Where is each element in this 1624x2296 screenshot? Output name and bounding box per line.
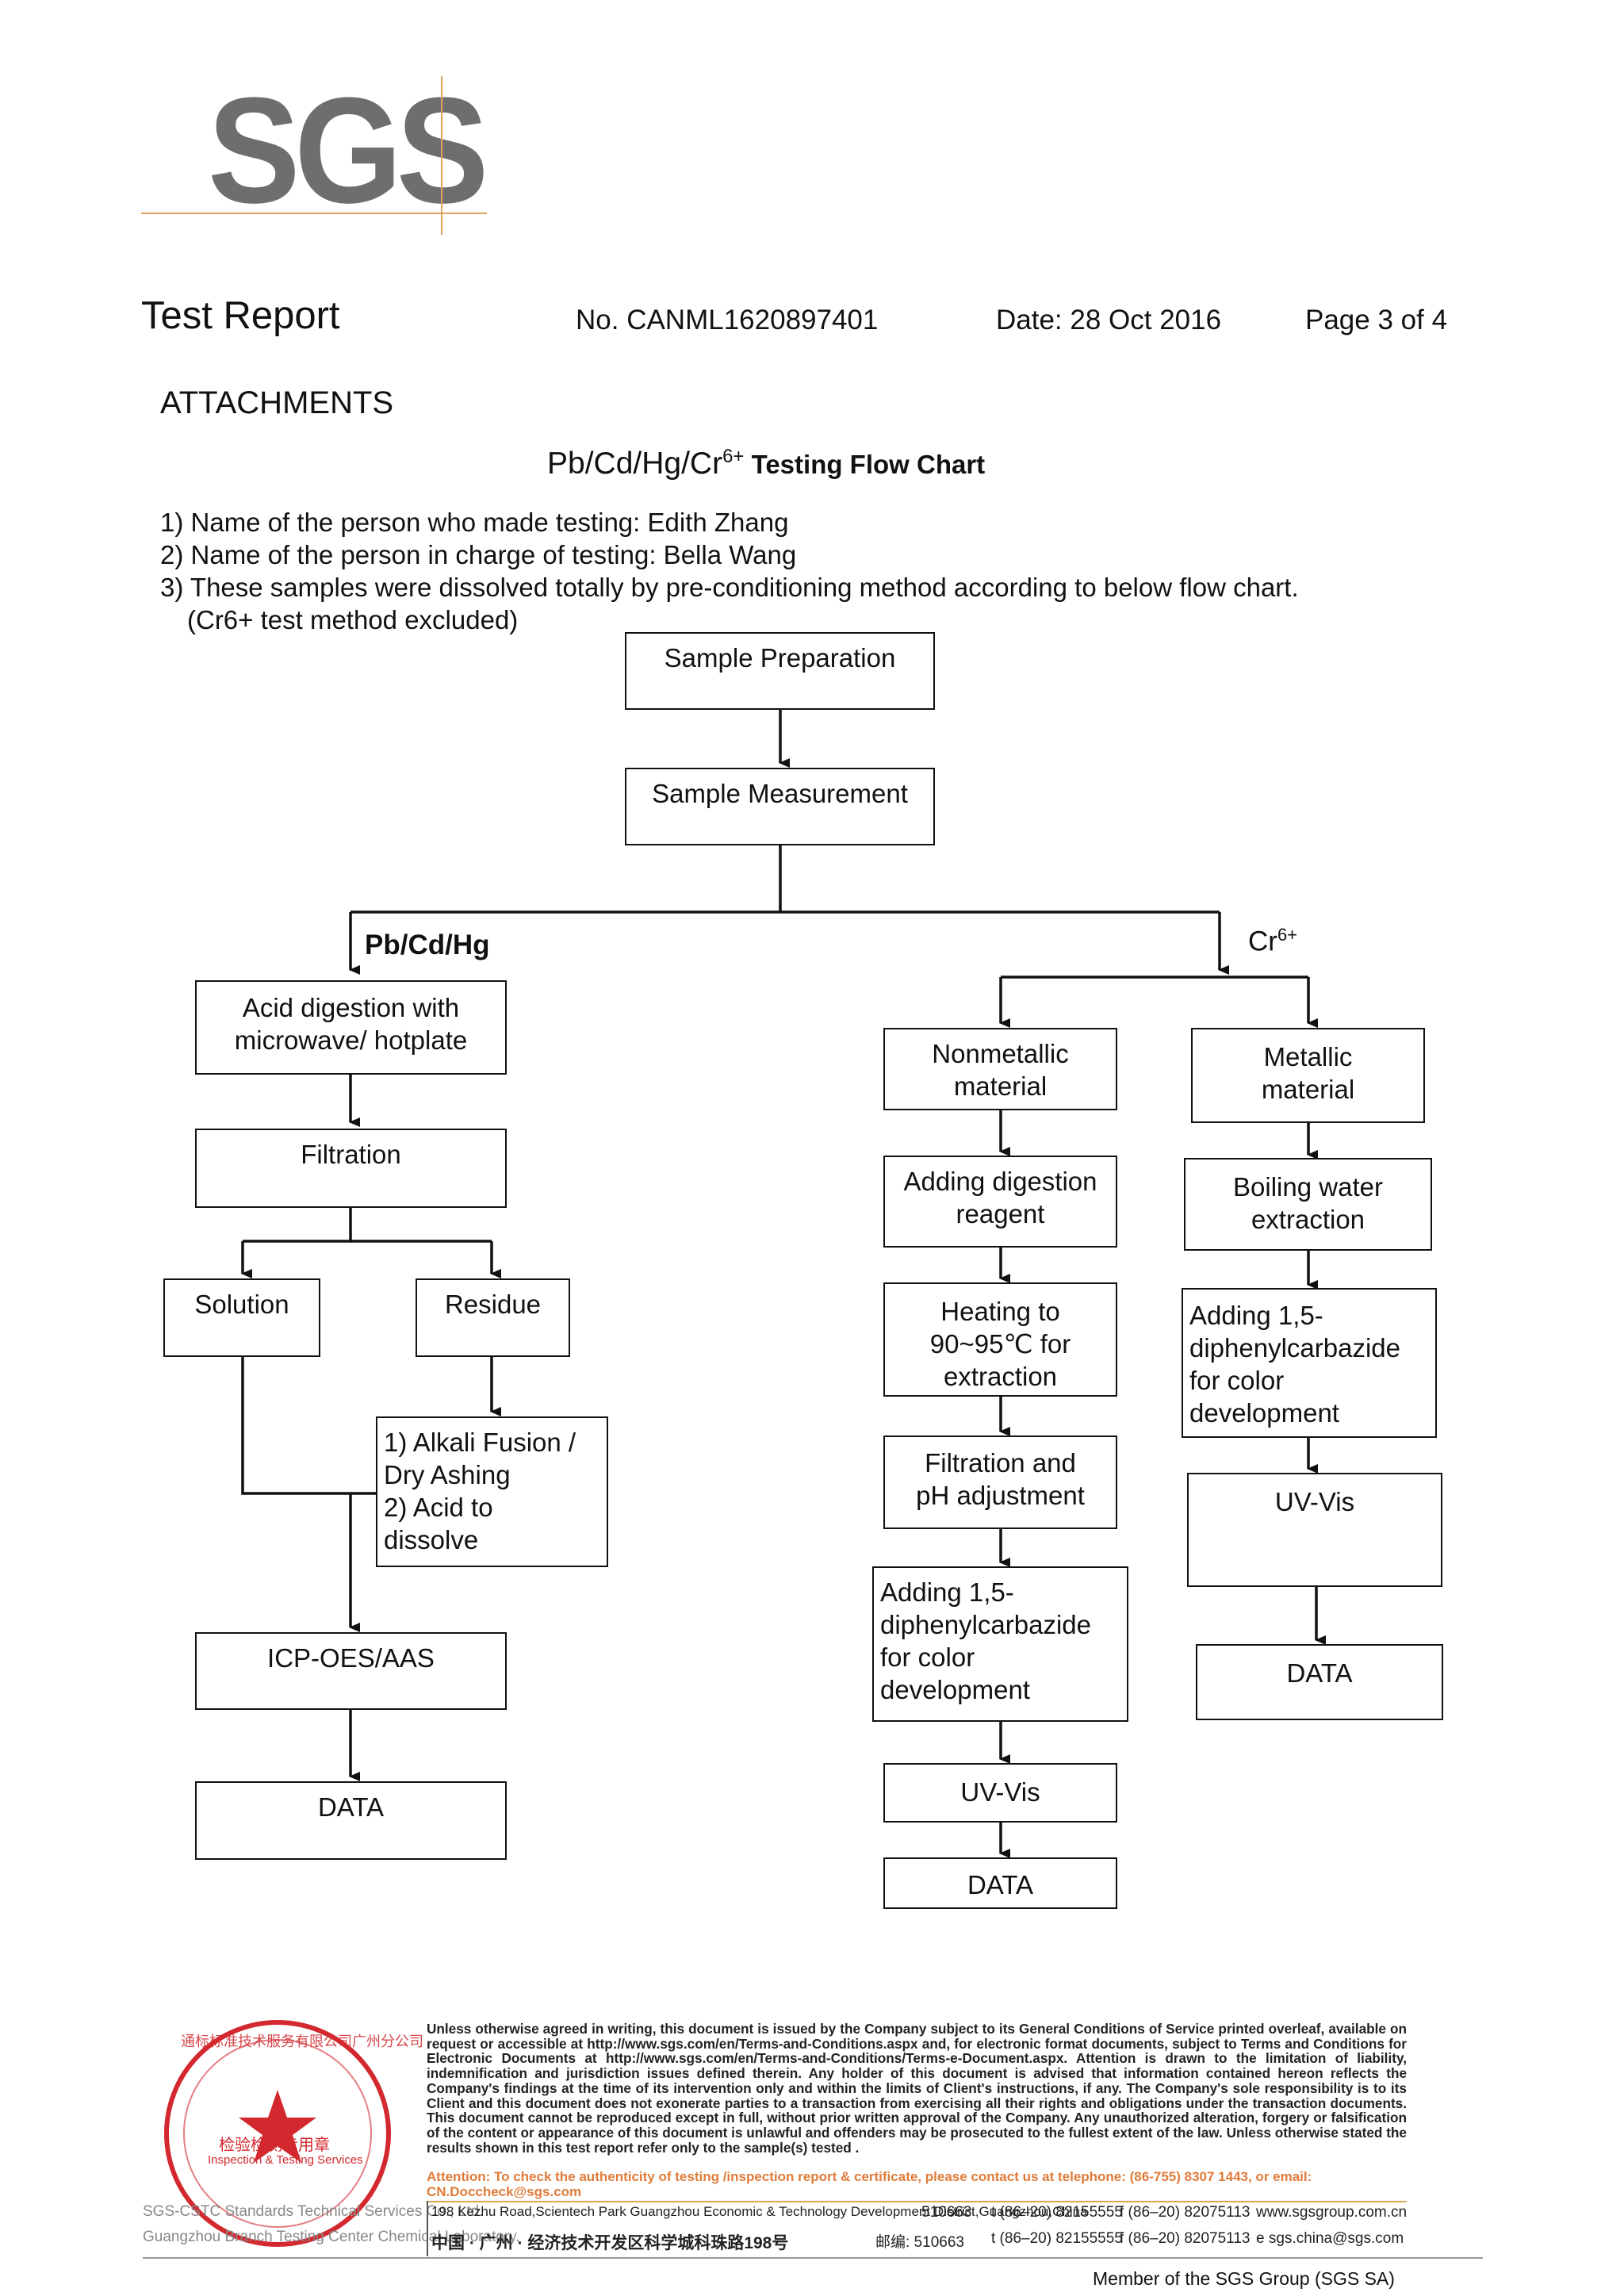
box-icp-oes-aas: ICP-OES/AAS [195, 1632, 507, 1710]
address-chinese: 中国 · 广州 · 经济技术开发区科学城科珠路198号 [431, 2234, 789, 2252]
fax-chinese: f (86–20) 82075113 [1120, 2230, 1251, 2247]
note-1: 1) Name of the person who made testing: … [160, 508, 789, 537]
box-label: Sample Preparation [664, 643, 896, 673]
box-data-right: DATA [1196, 1644, 1443, 1720]
box-label: Metallic material [1261, 1042, 1355, 1104]
flowchart-title-rest: Testing Flow Chart [744, 450, 986, 479]
box-sample-preparation: Sample Preparation [625, 632, 935, 710]
box-label: Residue [444, 1290, 542, 1319]
box-adding-diphenylcarbazide-mid: Adding 1,5- diphenylcarbazide for color … [872, 1566, 1128, 1722]
section-title: ATTACHMENTS [160, 385, 394, 420]
box-boiling-water-extraction: Boiling water extraction [1184, 1158, 1432, 1251]
box-metallic-material: Metallic material [1191, 1028, 1425, 1123]
flowchart-title-sup: 6+ [722, 446, 745, 467]
box-label: Adding 1,5- diphenylcarbazide for color … [1189, 1301, 1401, 1428]
company-name-line-1: SGS-CSTC Standards Technical Services Co… [143, 2203, 484, 2220]
report-title: Test Report [141, 294, 340, 337]
box-label: Adding 1,5- diphenylcarbazide for color … [880, 1577, 1092, 1704]
footer-divider [427, 2201, 1407, 2202]
branch-label-cr6-main: Cr [1248, 926, 1277, 957]
note-3: 3) These samples were dissolved totally … [160, 573, 1299, 602]
seal-center-text: 检验检测专用章 [219, 2137, 330, 2154]
note-2: 2) Name of the person in charge of testi… [160, 540, 797, 569]
flowchart-title-main: Pb/Cd/Hg/Cr [547, 447, 723, 481]
box-label: DATA [1286, 1658, 1353, 1688]
report-date: Date: 28 Oct 2016 [996, 305, 1222, 335]
box-label: Heating to 90~95℃ for extraction [929, 1297, 1071, 1391]
branch-label-cr6-sup: 6+ [1277, 925, 1298, 945]
bottom-rule [143, 2257, 1483, 2259]
box-label: Sample Measurement [652, 779, 908, 808]
box-label: UV-Vis [1274, 1487, 1355, 1516]
box-label: Acid digestion with microwave/ hotplate [234, 993, 468, 1055]
box-label: Solution [194, 1290, 289, 1319]
seal-sub-text: Inspection & Testing Services [208, 2153, 363, 2167]
box-solution: Solution [163, 1278, 320, 1357]
box-label: DATA [317, 1792, 385, 1822]
box-label: Boiling water extraction [1233, 1172, 1383, 1234]
footer-divider-vertical [427, 2201, 428, 2256]
telephone-chinese: t (86–20) 82155555 [991, 2230, 1123, 2247]
box-nonmetallic-material: Nonmetallic material [883, 1028, 1117, 1110]
box-acid-digestion: Acid digestion with microwave/ hotplate [195, 980, 507, 1075]
box-label: ICP-OES/AAS [267, 1643, 435, 1673]
box-data-mid: DATA [883, 1857, 1117, 1909]
box-heating: Heating to 90~95℃ for extraction [883, 1282, 1117, 1397]
box-label: Adding digestion reagent [903, 1167, 1097, 1228]
branch-label-cr6: Cr6+ [1248, 925, 1297, 958]
page-indicator: Page 3 of 4 [1305, 305, 1448, 335]
logo-divider-vertical [441, 76, 442, 235]
flowchart-title: Pb/Cd/Hg/Cr6+ Testing Flow Chart [547, 446, 985, 481]
box-residue: Residue [416, 1278, 570, 1357]
box-adding-diphenylcarbazide-right: Adding 1,5- diphenylcarbazide for color … [1182, 1288, 1437, 1438]
box-filtration-ph: Filtration and pH adjustment [883, 1435, 1117, 1529]
box-uv-vis-mid: UV-Vis [883, 1763, 1117, 1823]
postcode-english: 510663 [921, 2204, 972, 2221]
email: e sgs.china@sgs.com [1256, 2230, 1404, 2247]
box-label: Filtration and pH adjustment [916, 1448, 1085, 1510]
box-uv-vis-right: UV-Vis [1187, 1473, 1442, 1587]
seal-star-icon [239, 2090, 316, 2163]
fax-english: f (86–20) 82075113 [1120, 2204, 1251, 2221]
telephone-english: t (86–20) 82155555 [991, 2204, 1123, 2221]
report-number: No. CANML1620897401 [576, 305, 879, 335]
postcode-chinese: 邮编: 510663 [875, 2234, 964, 2251]
branch-label-pb-cd-hg: Pb/Cd/Hg [365, 930, 490, 960]
company-name-line-2: Guangzhou Branch Testing Center Chemical… [143, 2229, 520, 2245]
address-english: 198 Kezhu Road,Scientech Park Guangzhou … [431, 2204, 1088, 2219]
box-label: Filtration [301, 1140, 401, 1169]
box-filtration: Filtration [195, 1129, 507, 1208]
box-data-left: DATA [195, 1781, 507, 1860]
authenticity-notice: Attention: To check the authenticity of … [427, 2169, 1312, 2199]
sgs-group-membership: Member of the SGS Group (SGS SA) [1093, 2268, 1395, 2289]
box-sample-measurement: Sample Measurement [625, 768, 935, 845]
box-label: 1) Alkali Fusion / Dry Ashing 2) Acid to… [384, 1428, 576, 1554]
logo-divider [141, 213, 487, 214]
box-label: Nonmetallic material [932, 1039, 1069, 1101]
legal-disclaimer: Unless otherwise agreed in writing, this… [427, 2021, 1407, 2156]
box-alkali-fusion: 1) Alkali Fusion / Dry Ashing 2) Acid to… [376, 1416, 608, 1567]
note-4: (Cr6+ test method excluded) [187, 605, 519, 634]
box-label: DATA [967, 1870, 1034, 1899]
company-seal [164, 2020, 391, 2247]
seal-ring-text: 通标标准技术服务有限公司广州分公司 [181, 2033, 423, 2049]
box-label: UV-Vis [960, 1777, 1040, 1807]
box-adding-digestion-reagent: Adding digestion reagent [883, 1156, 1117, 1248]
website: www.sgsgroup.com.cn [1256, 2204, 1408, 2221]
